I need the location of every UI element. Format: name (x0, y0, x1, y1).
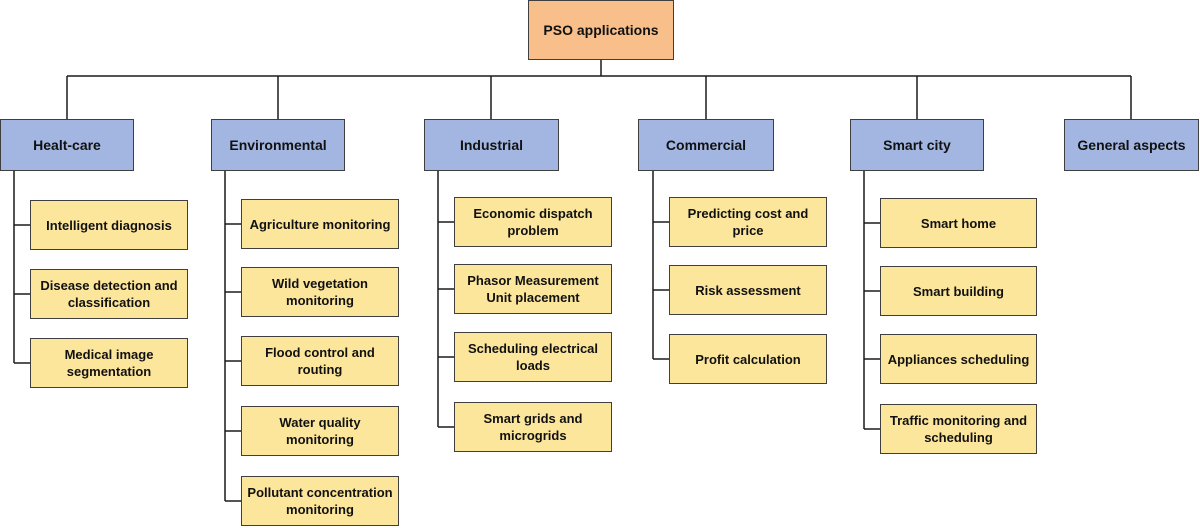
leaf-smart-home: Smart home (880, 198, 1037, 248)
category-healt-care: Healt-care (0, 119, 134, 171)
leaf-flood-control-routing: Flood control and routing (241, 336, 399, 386)
leaf-water-quality-monitoring: Water quality monitoring (241, 406, 399, 456)
leaf-economic-dispatch-problem: Economic dispatch problem (454, 197, 612, 247)
category-industrial: Industrial (424, 119, 559, 171)
leaf-smart-building: Smart building (880, 266, 1037, 316)
category-environmental: Environmental (211, 119, 345, 171)
leaf-intelligent-diagnosis: Intelligent diagnosis (30, 200, 188, 250)
leaf-predicting-cost-price: Predicting cost and price (669, 197, 827, 247)
leaf-pollutant-concentration-monitoring: Pollutant concentration monitoring (241, 476, 399, 526)
leaf-profit-calculation: Profit calculation (669, 334, 827, 384)
leaf-wild-vegetation-monitoring: Wild vegetation monitoring (241, 267, 399, 317)
category-general-aspects: General aspects (1064, 119, 1199, 171)
leaf-agriculture-monitoring: Agriculture monitoring (241, 199, 399, 249)
category-smart-city: Smart city (850, 119, 984, 171)
leaf-scheduling-electrical-loads: Scheduling electrical loads (454, 332, 612, 382)
root-node: PSO applications (528, 0, 674, 60)
leaf-appliances-scheduling: Appliances scheduling (880, 334, 1037, 384)
category-commercial: Commercial (638, 119, 774, 171)
leaf-smart-grids-microgrids: Smart grids and microgrids (454, 402, 612, 452)
leaf-phasor-measurement-unit-placement: Phasor Measurement Unit placement (454, 264, 612, 314)
leaf-risk-assessment: Risk assessment (669, 265, 827, 315)
leaf-disease-detection: Disease detection and classification (30, 269, 188, 319)
leaf-traffic-monitoring-scheduling: Traffic monitoring and scheduling (880, 404, 1037, 454)
leaf-medical-image-segmentation: Medical image segmentation (30, 338, 188, 388)
